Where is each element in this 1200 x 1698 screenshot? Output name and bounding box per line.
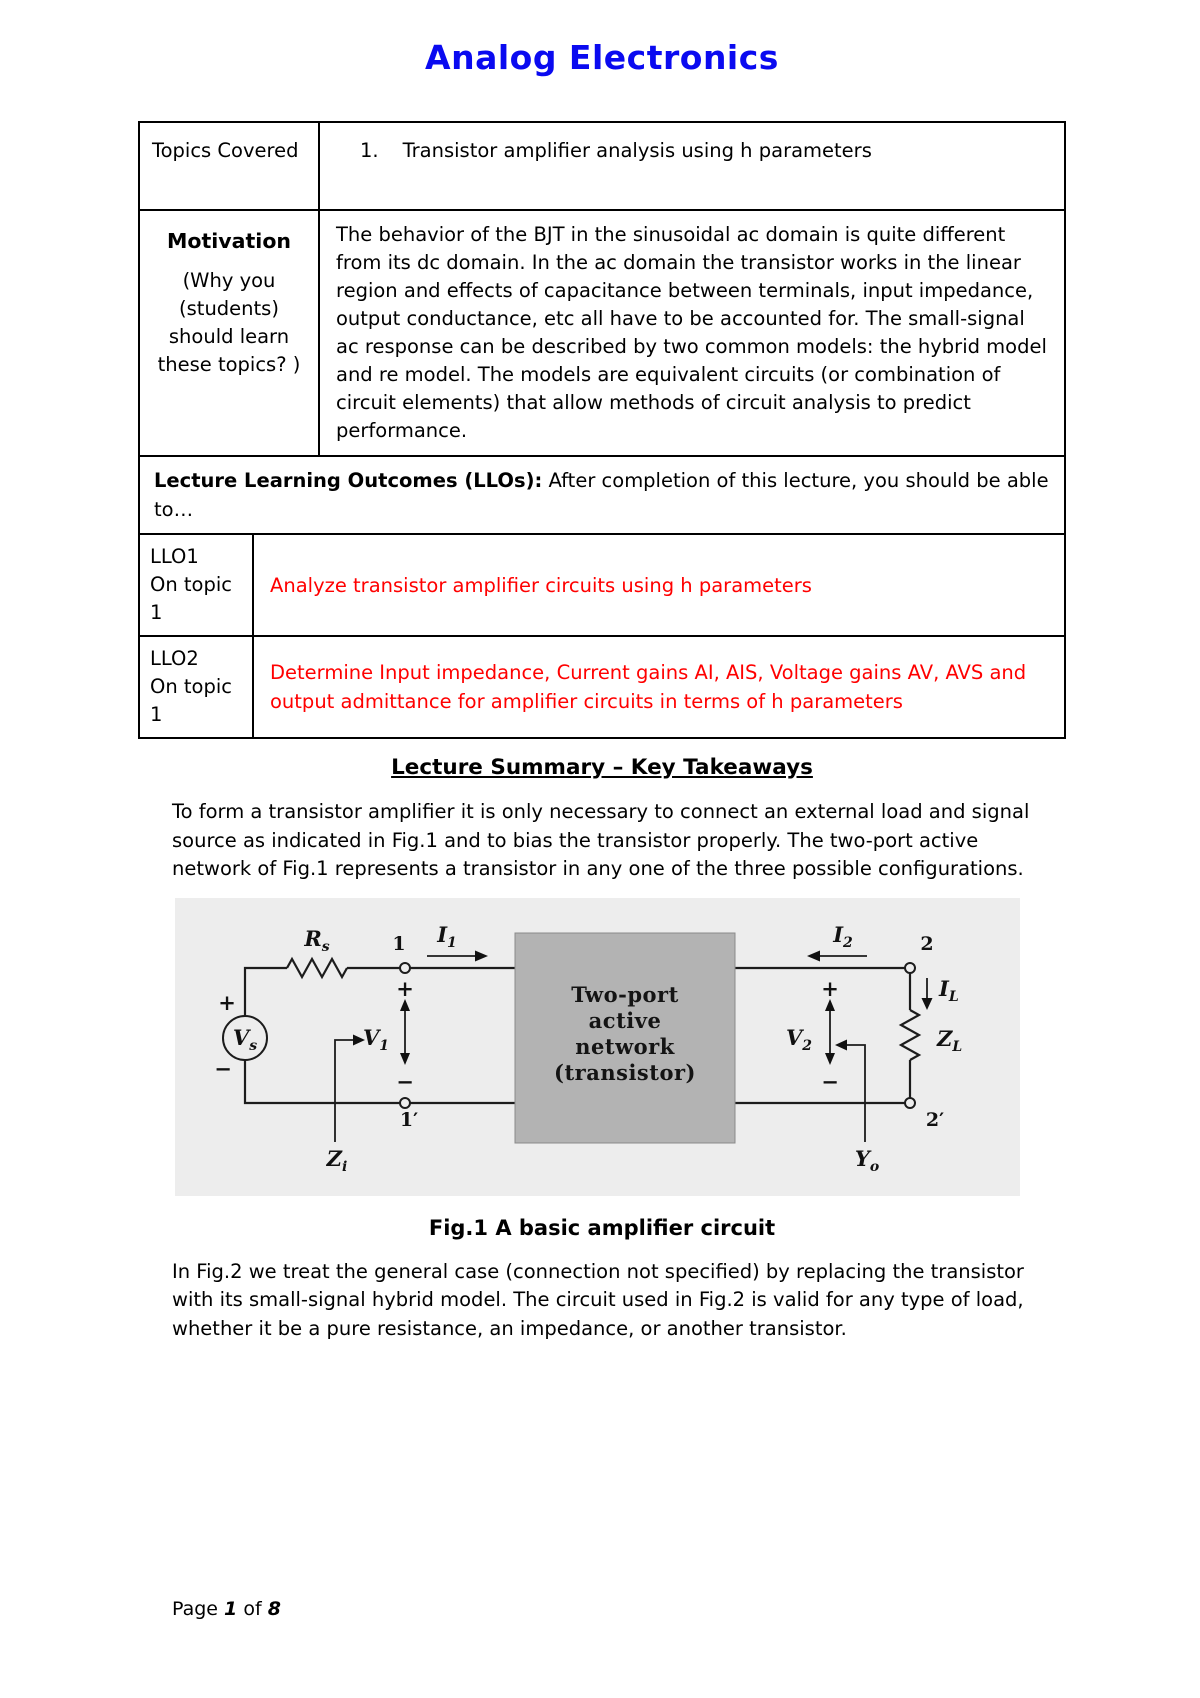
llo1-text-cell: Analyze transistor amplifier circuits us…: [254, 535, 1066, 637]
llo-header-cell: Lecture Learning Outcomes (LLOs): After …: [140, 457, 1066, 535]
label-v1: V1: [363, 1025, 389, 1054]
node-1: [399, 961, 411, 974]
label-zi: Zi: [326, 1146, 348, 1175]
paragraph-intro: To form a transistor amplifier it is onl…: [172, 800, 1030, 880]
node-2-prime: [904, 1096, 916, 1109]
fig1-circuit-diagram: Vs + − Two-port active network (transist…: [175, 897, 1020, 1196]
summary-heading: Lecture Summary – Key Takeaways: [391, 755, 813, 780]
label-v2: V2: [786, 1025, 812, 1054]
llo2-topic: On topic 1: [150, 675, 232, 726]
footer-page-number: 1: [224, 1598, 238, 1620]
table-row-topics: Topics Covered 1. Transistor amplifier an…: [140, 123, 1066, 211]
box-line-2: active: [589, 1008, 662, 1033]
box-line-4: (transistor): [554, 1060, 696, 1085]
topics-text: Transistor amplifier analysis using h pa…: [402, 139, 872, 162]
footer-page-word: Page: [172, 1598, 218, 1620]
source-minus-sign: −: [214, 1056, 232, 1081]
label-i1: I1: [436, 922, 457, 951]
topics-value-cell: 1. Transistor amplifier analysis using h …: [320, 123, 1066, 211]
llo1-topic: On topic 1: [150, 573, 232, 624]
node-2: [904, 961, 916, 974]
source-plus-sign: +: [218, 990, 236, 1015]
motivation-text-cell: The behavior of the BJT in the sinusoida…: [320, 211, 1066, 457]
page-title: Analog Electronics: [425, 38, 779, 77]
resistor-zl: [898, 1008, 922, 1061]
label-node1-prime: 1′: [400, 1109, 418, 1131]
label-node2-prime: 2′: [926, 1109, 944, 1131]
v1-plus-sign: +: [396, 976, 414, 1001]
motivation-label-cell: Motivation (Why you (students) should le…: [140, 211, 320, 457]
document-page: Analog Electronics Topics Covered 1. Tran…: [138, 38, 1066, 1340]
paragraph-fig2: In Fig.2 we treat the general case (conn…: [172, 1259, 1024, 1340]
label-yo: Yo: [855, 1146, 879, 1175]
llo2-id: LLO2: [150, 647, 199, 670]
motivation-label: Motivation: [166, 229, 291, 253]
label-zl: ZL: [936, 1026, 962, 1055]
resistor-rs: [286, 956, 348, 979]
table-row-motivation: Motivation (Why you (students) should le…: [140, 211, 1066, 457]
footer-total-pages: 8: [267, 1598, 281, 1620]
table-row-llo-header: Lecture Learning Outcomes (LLOs): After …: [140, 457, 1066, 535]
label-vs: Vs: [233, 1025, 257, 1054]
llo2-id-cell: LLO2 On topic 1: [140, 637, 254, 739]
topics-label-cell: Topics Covered: [140, 123, 320, 211]
llo1-id-cell: LLO1 On topic 1: [140, 535, 254, 637]
llo-header-rest: After completion of this lecture, you sh…: [154, 469, 1049, 521]
v2-minus-sign: −: [821, 1069, 839, 1094]
label-i2: I2: [832, 922, 853, 951]
label-il: IL: [938, 976, 959, 1005]
zi-arrow: [334, 1038, 353, 1142]
circuit-wires: [243, 956, 922, 1104]
llo2-text-cell: Determine Input impedance, Current gains…: [254, 637, 1066, 739]
llo1-id: LLO1: [150, 545, 199, 568]
label-node2: 2: [920, 933, 933, 955]
fig1-caption: Fig.1 A basic amplifier circuit: [428, 1215, 776, 1240]
v2-plus-sign: +: [821, 976, 839, 1001]
label-rs: Rs: [303, 926, 329, 955]
table-row-llo1: LLO1 On topic 1 Analyze transistor ampli…: [140, 535, 1066, 637]
v1-minus-sign: −: [396, 1069, 414, 1094]
motivation-sublabel: (Why you (students) should learn these t…: [157, 269, 301, 376]
label-node1: 1: [392, 933, 405, 955]
footer-of-word: of: [243, 1598, 262, 1620]
yo-arrow: [847, 1043, 866, 1142]
circuit-svg: Vs + − Two-port active network (transist…: [214, 922, 962, 1175]
topics-number: 1.: [360, 139, 379, 162]
voltage-source: [222, 1014, 268, 1061]
node-1-prime: [399, 1096, 411, 1109]
llo-header-bold: Lecture Learning Outcomes (LLOs):: [154, 469, 543, 492]
box-line-1: Two-port: [571, 982, 679, 1007]
table-row-llo2: LLO2 On topic 1 Determine Input impedanc…: [140, 637, 1066, 739]
page-footer: Page 1 of 8: [172, 1598, 281, 1620]
two-port-network-box: [514, 932, 736, 1143]
lecture-info-table: Topics Covered 1. Transistor amplifier an…: [138, 121, 1066, 739]
box-line-3: network: [575, 1034, 675, 1059]
